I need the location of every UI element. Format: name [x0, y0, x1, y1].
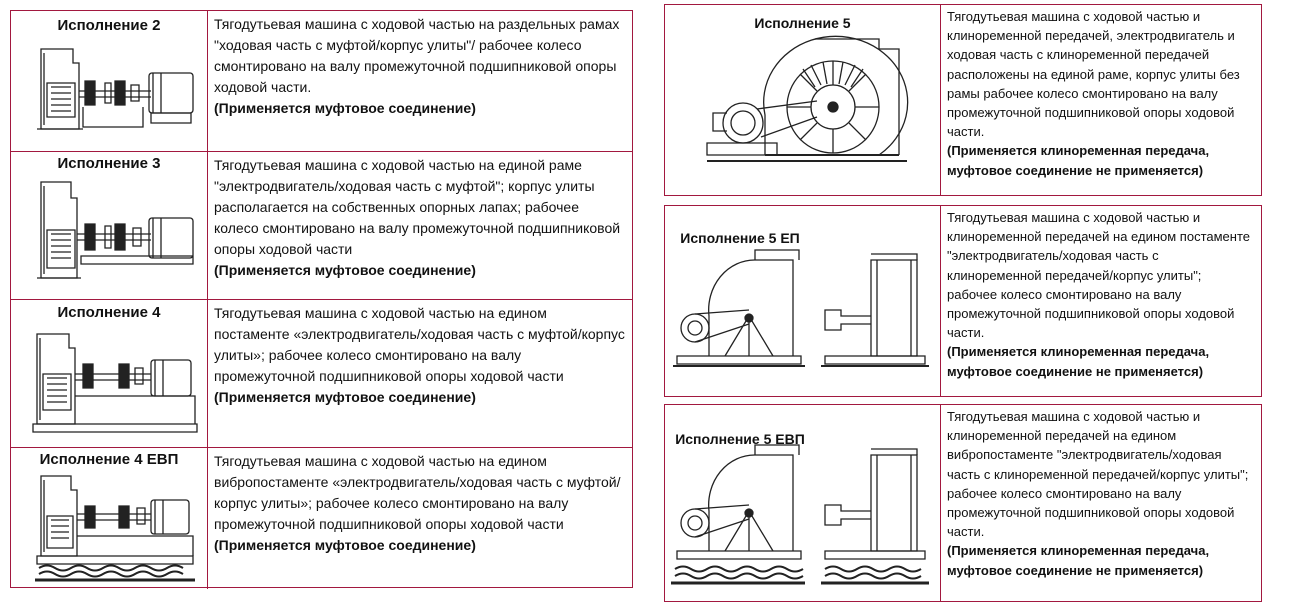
description-cell: Тягодутьевая машина с ходовой частью и к…	[940, 405, 1261, 601]
table-row-ispolnenie-5-ep: Исполнение 5 ЕП	[665, 206, 1261, 396]
drawing-cell: Исполнение 5 ЕВП	[665, 405, 940, 601]
right-table-ispolnenie-5: Исполнение 5	[664, 4, 1262, 196]
row-title: Исполнение 4	[57, 304, 161, 321]
row-note: (Применяется клиноременная передача, муф…	[947, 344, 1210, 379]
table-row-ispolnenie-4: Исполнение 4 Тягодут	[11, 299, 632, 447]
row-description: Тягодутьевая машина с ходовой частью на …	[214, 453, 621, 532]
row-description: Тягодутьевая машина с ходовой частью на …	[214, 305, 625, 384]
row-note: (Применяется муфтовое соединение)	[214, 262, 476, 278]
table-row-ispolnenie-2: Исполнение 2	[11, 11, 632, 151]
fan-diagram-single-frame	[11, 152, 207, 300]
row-title: Исполнение 5 ЕВП	[675, 431, 805, 447]
row-description: Тягодутьевая машина с ходовой частью на …	[214, 157, 621, 257]
left-table: Исполнение 2	[10, 10, 633, 589]
row-title: Исполнение 5	[754, 15, 851, 31]
drawing-cell: Исполнение 2	[11, 11, 207, 151]
description-cell: Тягодутьевая машина с ходовой частью на …	[207, 448, 632, 589]
fan-diagram-pedestal	[11, 300, 207, 448]
drawing-cell: Исполнение 5 ЕП	[665, 206, 940, 396]
fan-diagram-vibro-pedestal	[11, 448, 207, 590]
row-description: Тягодутьевая машина с ходовой частью и к…	[947, 9, 1240, 140]
row-note: (Применяется клиноременная передача, муф…	[947, 143, 1210, 178]
row-note: (Применяется муфтовое соединение)	[214, 389, 476, 405]
right-table-ispolnenie-5-ep: Исполнение 5 ЕП	[664, 205, 1262, 397]
row-description: Тягодутьевая машина с ходовой частью на …	[214, 16, 620, 95]
row-title: Исполнение 3	[57, 155, 161, 172]
table-row-ispolnenie-3: Исполнение 3	[11, 151, 632, 299]
row-description: Тягодутьевая машина с ходовой частью и к…	[947, 210, 1250, 341]
table-row-ispolnenie-5: Исполнение 5	[665, 5, 1261, 195]
row-note: (Применяется муфтовое соединение)	[214, 100, 476, 116]
fan-diagram-belt-pedestal	[665, 206, 940, 396]
fan-diagram-belt-vibro-pedestal	[665, 405, 940, 601]
row-note: (Применяется муфтовое соединение)	[214, 537, 476, 553]
fan-diagram-coupling	[11, 11, 207, 151]
description-cell: Тягодутьевая машина с ходовой частью и к…	[940, 5, 1261, 195]
drawing-cell: Исполнение 4	[11, 300, 207, 447]
drawing-cell: Исполнение 5	[665, 5, 940, 195]
row-description: Тягодутьевая машина с ходовой частью и к…	[947, 409, 1249, 540]
description-cell: Тягодутьевая машина с ходовой частью на …	[207, 152, 632, 299]
description-cell: Тягодутьевая машина с ходовой частью на …	[207, 11, 632, 151]
description-cell: Тягодутьевая машина с ходовой частью на …	[207, 300, 632, 447]
right-table-ispolnenie-5-evp: Исполнение 5 ЕВП	[664, 404, 1262, 602]
fan-diagram-belt-drive	[665, 5, 940, 195]
row-title: Исполнение 2	[57, 17, 161, 34]
row-note: (Применяется клиноременная передача, муф…	[947, 543, 1210, 578]
drawing-cell: Исполнение 3	[11, 152, 207, 299]
table-row-ispolnenie-4-evp: Исполнение 4 ЕВП	[11, 447, 632, 589]
row-title: Исполнение 5 ЕП	[680, 230, 800, 246]
table-row-ispolnenie-5-evp: Исполнение 5 ЕВП	[665, 405, 1261, 601]
row-title: Исполнение 4 ЕВП	[39, 451, 179, 468]
description-cell: Тягодутьевая машина с ходовой частью и к…	[940, 206, 1261, 396]
drawing-cell: Исполнение 4 ЕВП	[11, 448, 207, 589]
